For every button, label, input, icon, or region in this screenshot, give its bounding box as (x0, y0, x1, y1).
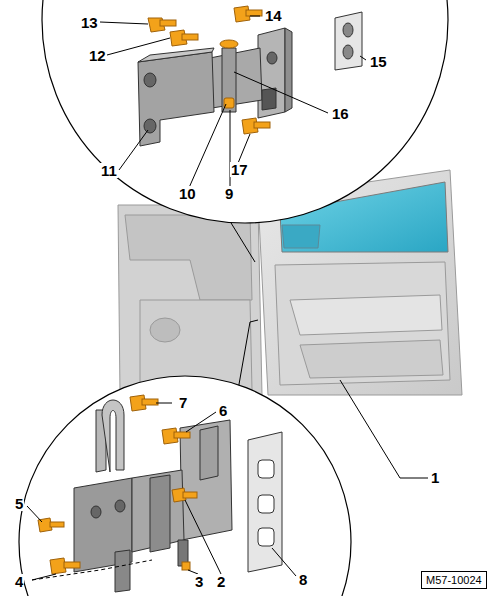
callout-number: 15 (369, 54, 388, 69)
figure-number-box: M57-10024 (421, 571, 487, 589)
callout-number: 14 (264, 8, 283, 23)
callout-number: 1 (430, 470, 440, 485)
callout-number: 8 (298, 572, 308, 587)
callout-number: 12 (88, 48, 107, 63)
callout-number: 17 (230, 162, 249, 177)
callout-number: 9 (224, 186, 234, 201)
callout-number: 7 (178, 395, 188, 410)
callout-number: 6 (218, 403, 228, 418)
callout-number: 3 (194, 574, 204, 589)
callout-number: 2 (216, 574, 226, 589)
callout-number: 11 (100, 163, 118, 178)
figure-number: M57-10024 (426, 574, 482, 586)
callout-number: 13 (80, 15, 99, 30)
callout-number: 5 (14, 496, 24, 511)
callout-number: 16 (331, 106, 350, 121)
callout-number: 10 (178, 186, 197, 201)
callout-number: 4 (14, 574, 24, 589)
